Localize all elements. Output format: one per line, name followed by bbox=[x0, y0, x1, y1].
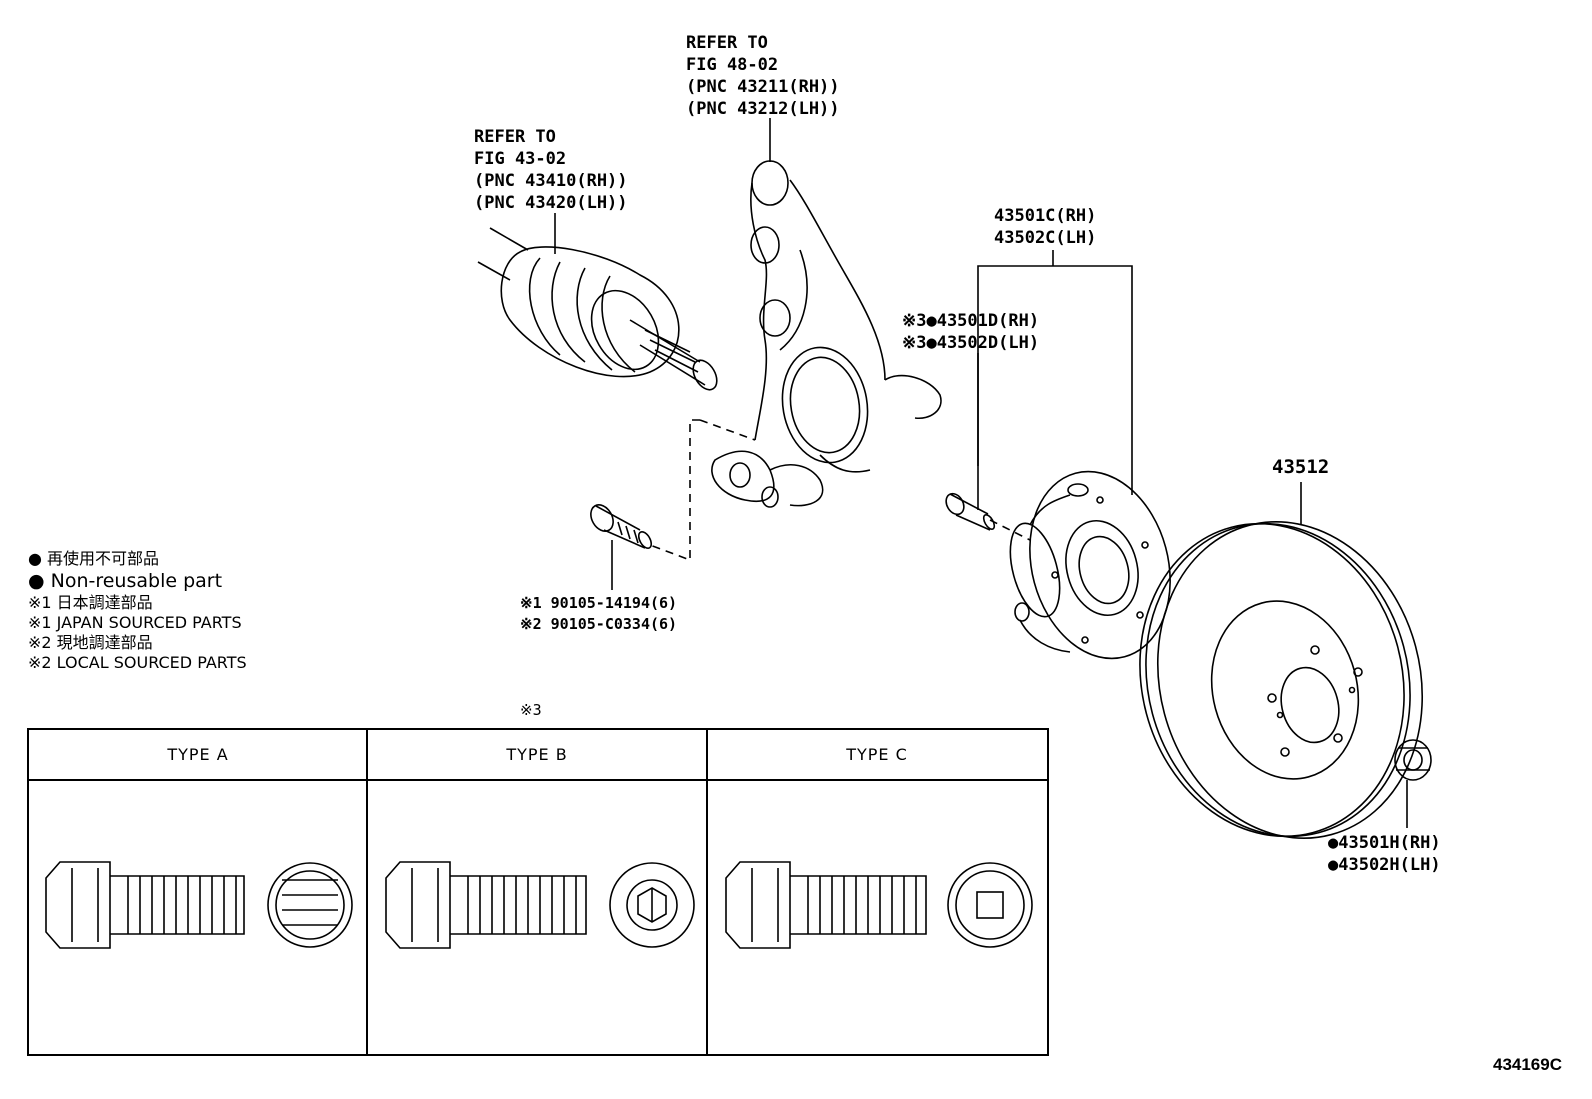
type-c-header: TYPE C bbox=[846, 745, 908, 764]
hub-bolt-illustration bbox=[945, 492, 996, 531]
type-b-stud-illustration bbox=[385, 861, 695, 949]
lock-nut-illustration bbox=[1394, 739, 1432, 781]
knuckle-ref-label: REFER TO FIG 48-02 (PNC 43211(RH)) (PNC … bbox=[686, 33, 840, 119]
knuckle-bolt-illustration bbox=[590, 504, 653, 549]
leader-lines bbox=[554, 118, 1408, 828]
nut-part-label: ●43501H(RH) ●43502H(LH) bbox=[1328, 833, 1441, 875]
brake-rotor-illustration bbox=[1139, 521, 1424, 839]
bolt-part-label: ※1 90105-14194(6) ※2 90105-C0334(6) bbox=[520, 594, 678, 633]
hub-bolt-part-label: ※3●43501D(RH) ※3●43502D(LH) bbox=[902, 311, 1040, 353]
type-a-stud-illustration bbox=[45, 861, 353, 949]
hub-assembly-illustration bbox=[1009, 470, 1171, 660]
type-c-stud-illustration bbox=[725, 861, 1033, 949]
figure-code: 434169C bbox=[1492, 1055, 1562, 1074]
legend: ● 再使用不可部品 ● Non-reusable part ※1 日本調達部品 … bbox=[28, 549, 247, 672]
steering-knuckle-illustration bbox=[711, 160, 942, 508]
dashed-alignment-lines bbox=[649, 419, 1031, 562]
drive-shaft-illustration bbox=[477, 227, 718, 391]
type-a-header: TYPE A bbox=[167, 745, 229, 764]
table-note: ※3 bbox=[520, 701, 542, 719]
type-b-header: TYPE B bbox=[506, 745, 568, 764]
rotor-part-label: 43512 bbox=[1272, 456, 1330, 478]
drive-shaft-ref-label: REFER TO FIG 43-02 (PNC 43410(RH)) (PNC … bbox=[474, 127, 628, 213]
stud-type-table bbox=[27, 728, 1049, 1056]
hub-assembly-part-label: 43501C(RH) 43502C(LH) bbox=[994, 206, 1097, 248]
